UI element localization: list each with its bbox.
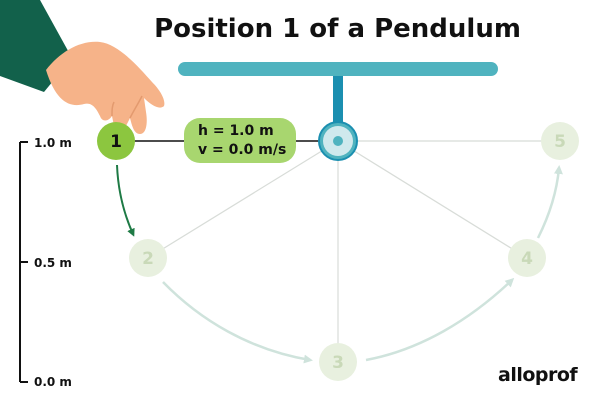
position-5-ball: 5 (541, 122, 579, 160)
arrow-1-to-2 (116, 164, 135, 237)
arrow-3-to-4 (365, 277, 515, 362)
position-4-ball: 4 (508, 239, 546, 277)
position-5-label: 5 (554, 132, 566, 152)
position-3-ball: 3 (319, 343, 357, 381)
position-2-label: 2 (142, 249, 154, 269)
info-box (184, 118, 296, 163)
height-axis (19, 141, 28, 383)
arrow-2-to-3 (162, 281, 313, 364)
brand-logo: alloprof (498, 364, 578, 386)
position-1-ball: 1 (97, 122, 135, 160)
page-title: Position 1 of a Pendulum (154, 14, 521, 44)
string-paths (147, 140, 560, 360)
position-3-label: 3 (332, 353, 344, 373)
axis-label-top: 1.0 m (34, 136, 72, 150)
support-bar (178, 62, 498, 76)
position-4-label: 4 (521, 249, 533, 269)
position-1-label: 1 (110, 132, 122, 152)
pivot-icon (318, 121, 358, 161)
axis-label-bottom: 0.0 m (34, 375, 72, 389)
info-height: h = 1.0 m (198, 123, 274, 139)
support-stem (333, 76, 343, 126)
info-velocity: v = 0.0 m/s (198, 142, 286, 158)
arrow-4-to-5 (536, 165, 563, 239)
hand-icon (46, 41, 165, 134)
axis-label-mid: 0.5 m (34, 256, 72, 270)
position-2-ball: 2 (129, 239, 167, 277)
